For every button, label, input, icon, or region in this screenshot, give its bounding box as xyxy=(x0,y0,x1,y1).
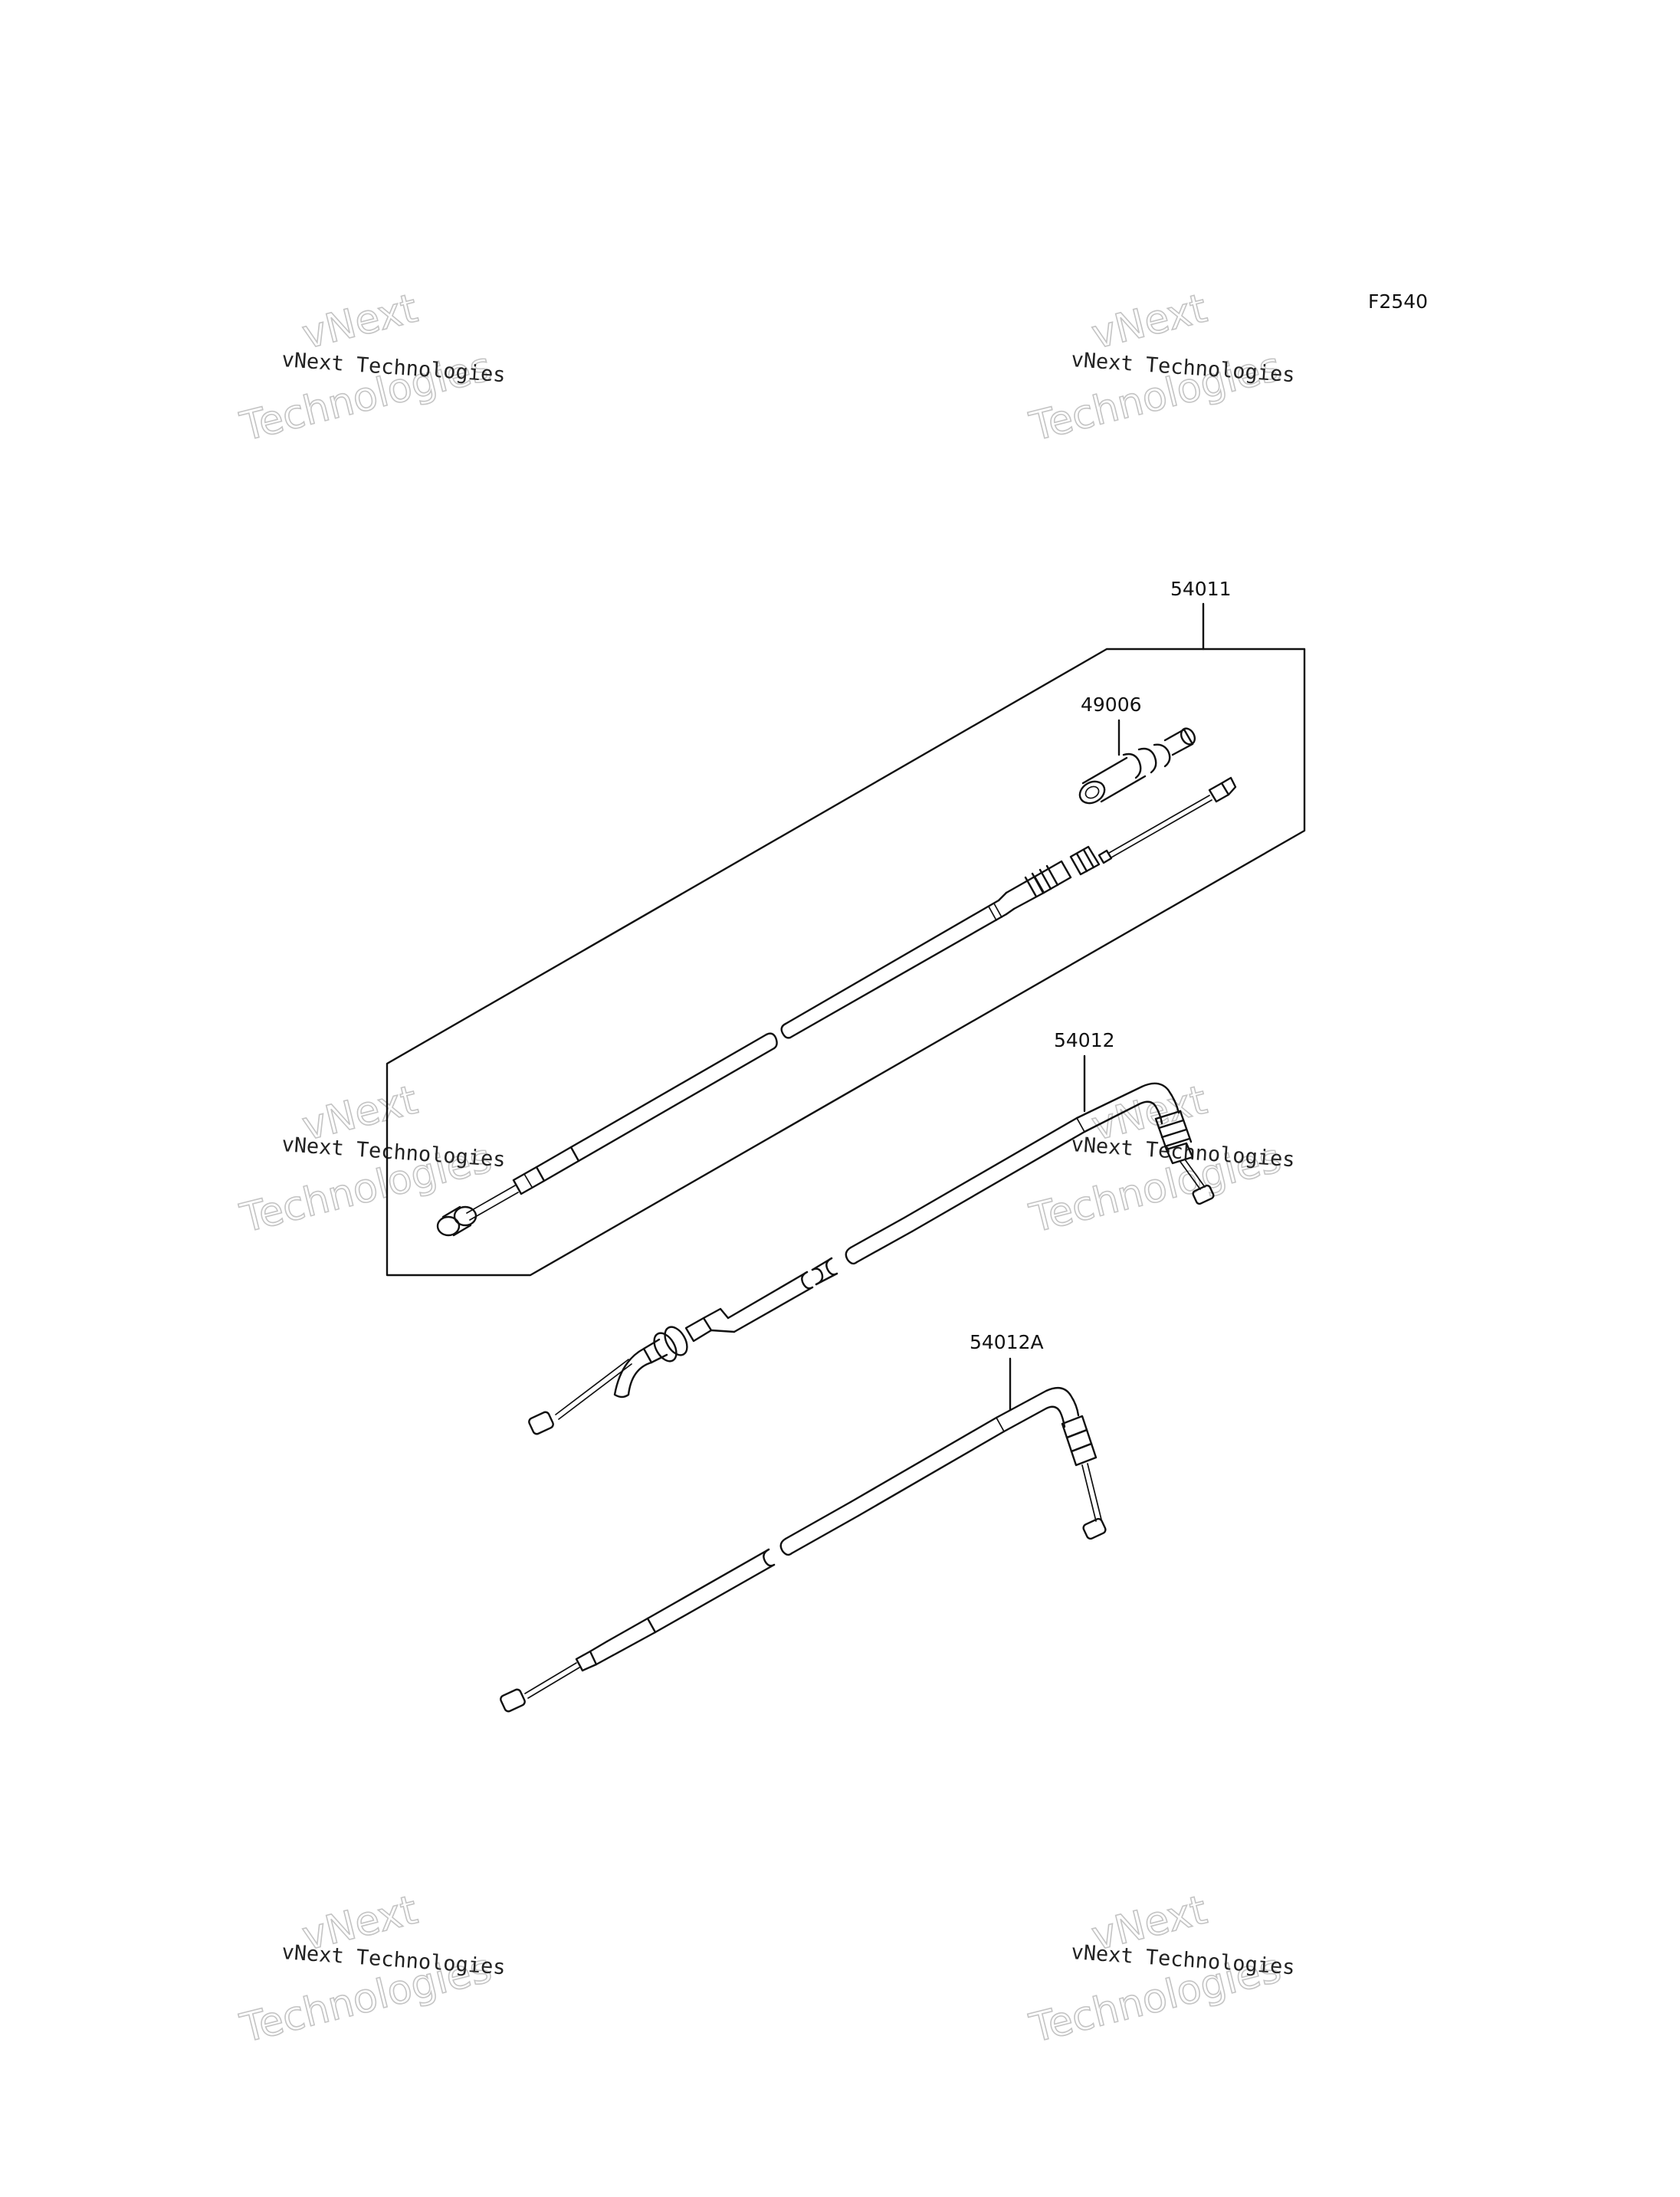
cable-54012 xyxy=(528,1082,1215,1435)
watermark: vNext Technologies vNext Technologies xyxy=(235,1887,507,2053)
watermark: vNext Technologies vNext Technologies xyxy=(235,285,507,451)
part-54012[interactable]: 54012 xyxy=(528,1029,1215,1435)
cable-54011 xyxy=(436,776,1237,1237)
watermark-big-1: vNext xyxy=(298,286,422,359)
part-54012A[interactable]: 54012A xyxy=(500,1331,1107,1713)
part-number-label: 54012A xyxy=(970,1331,1044,1353)
figure-code: F2540 xyxy=(1368,290,1428,313)
cable-54012A xyxy=(500,1386,1107,1713)
part-number-label: 54011 xyxy=(1170,578,1232,600)
rubber-boot xyxy=(1078,727,1196,805)
part-49006[interactable]: 49006 xyxy=(1076,694,1198,808)
part-number-label: 54012 xyxy=(1054,1029,1115,1051)
watermark: vNext Technologies vNext Technologies xyxy=(235,1077,507,1243)
watermark: vNext Technologies vNext Technologies xyxy=(1025,1887,1296,2053)
watermark: vNext Technologies vNext Technologies xyxy=(1025,285,1296,451)
kit-outline xyxy=(386,648,1306,1277)
watermark-big-1: vNext xyxy=(1088,286,1212,359)
watermark: vNext Technologies vNext Technologies xyxy=(1025,1077,1296,1243)
part-number-label: 49006 xyxy=(1081,694,1142,716)
part-54011[interactable]: 54011 xyxy=(386,578,1306,1277)
